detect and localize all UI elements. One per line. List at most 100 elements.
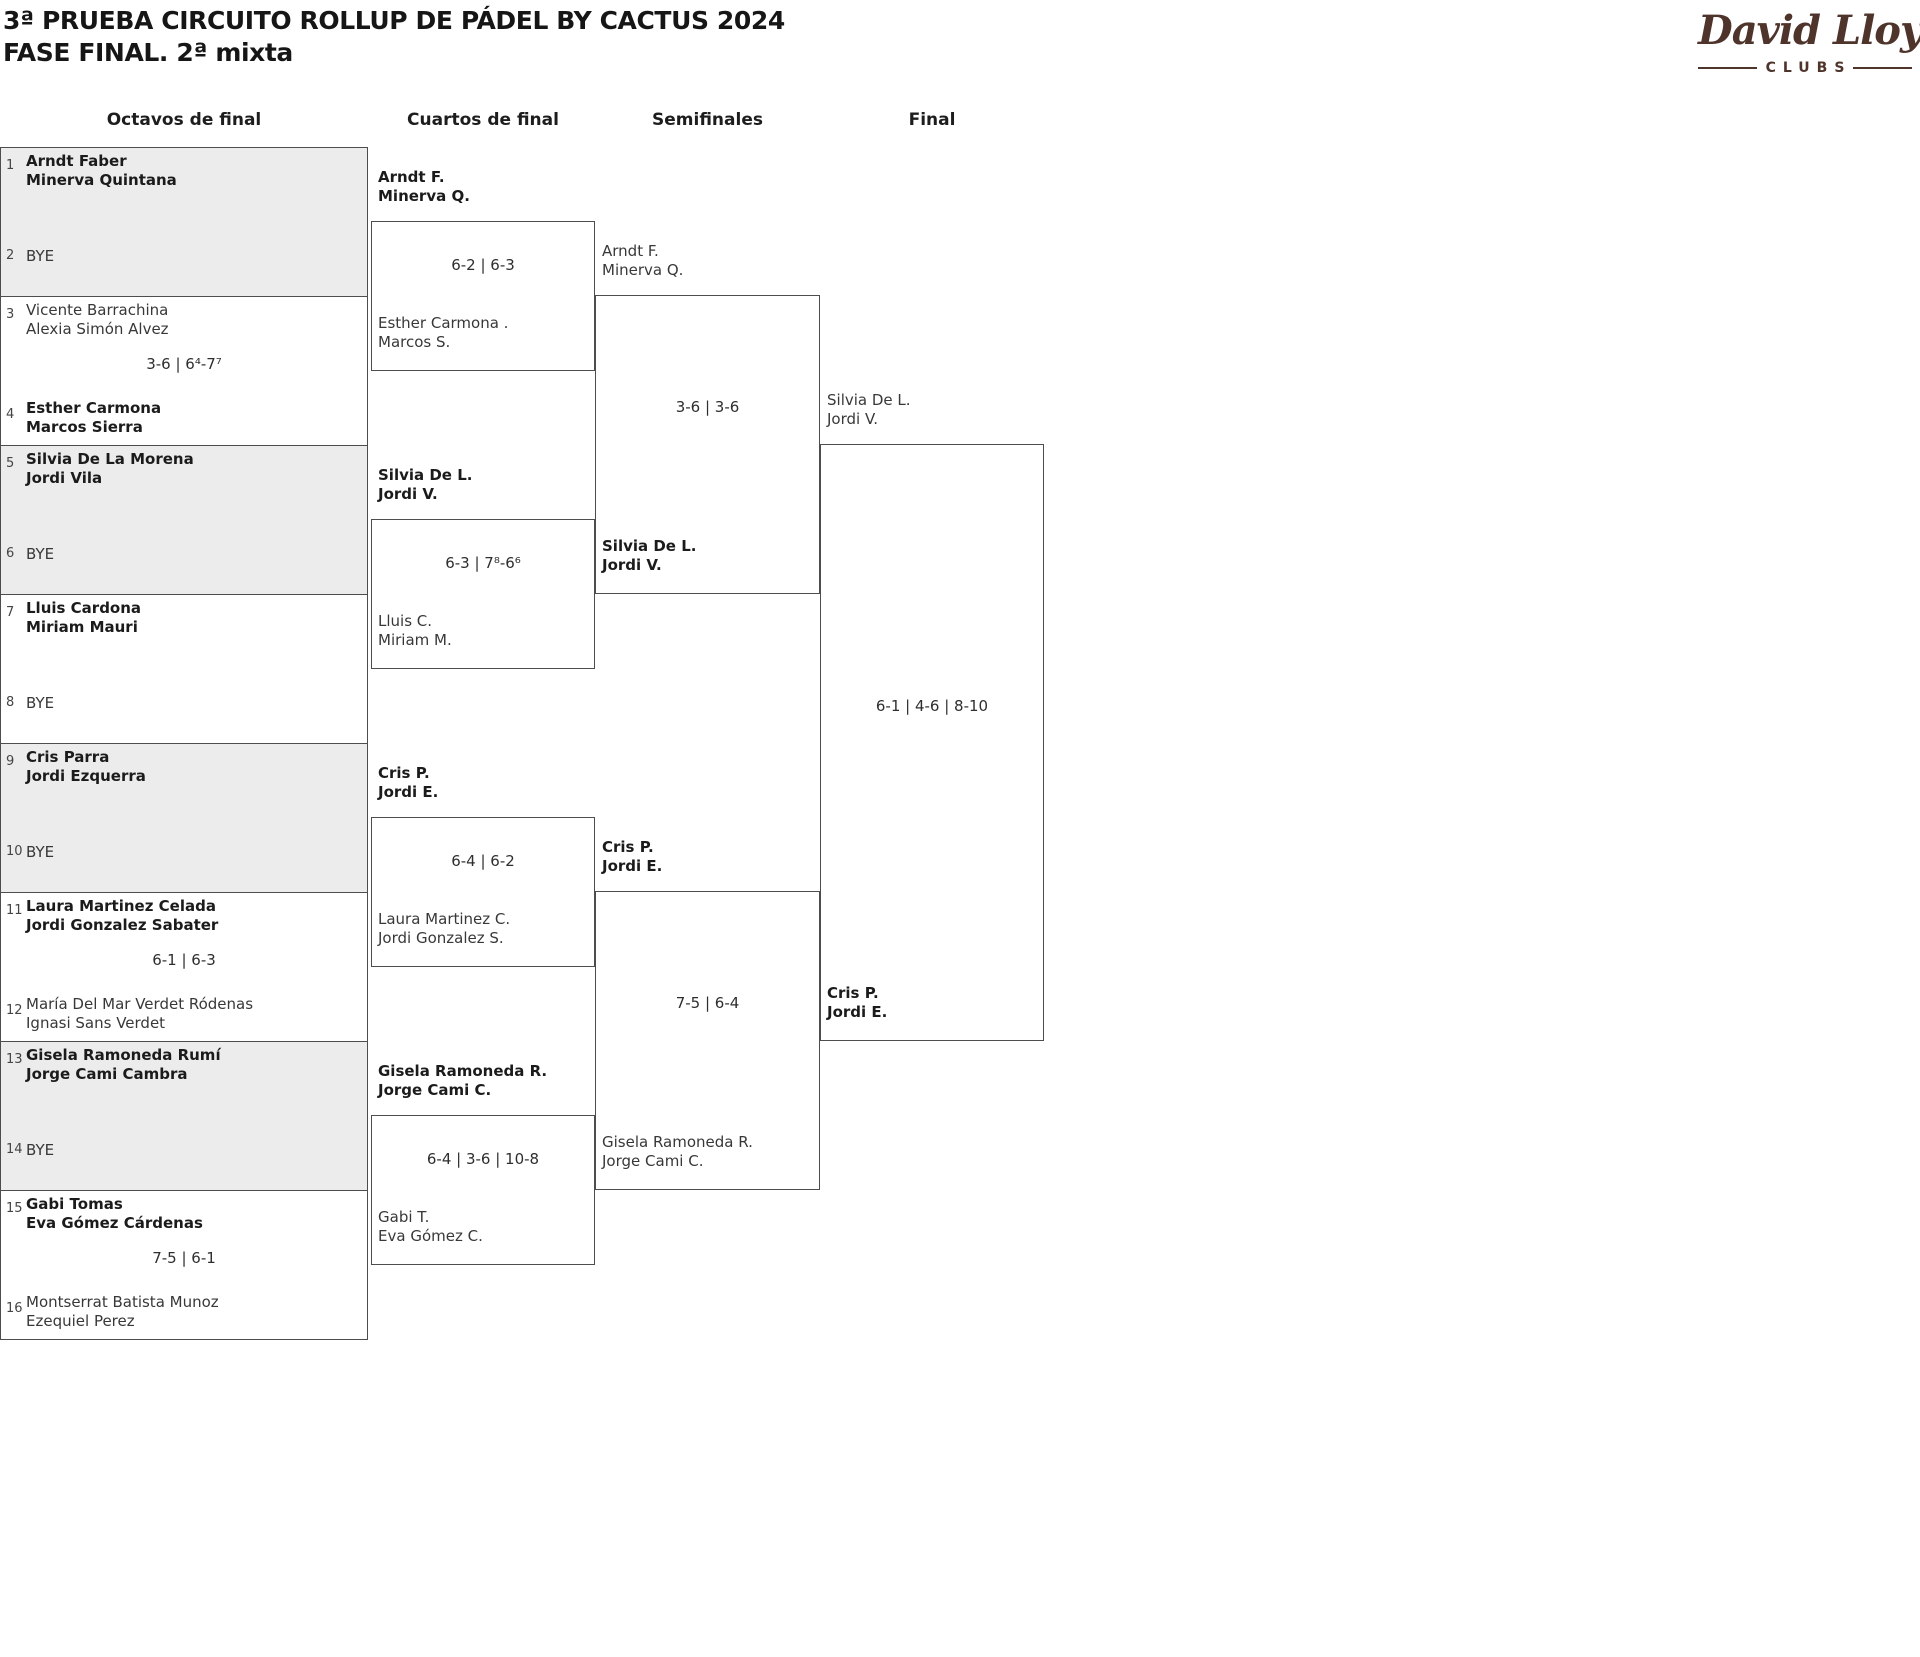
player-name: Minerva Q. bbox=[602, 261, 684, 279]
player-name: Lluis Cardona bbox=[26, 599, 142, 617]
seed-label: 14 bbox=[6, 1142, 23, 1157]
david-lloyd-logo: David Lloyd CLUBS bbox=[1698, 2, 1920, 76]
logo-clubs-row: CLUBS bbox=[1698, 60, 1913, 76]
team-slot-16: Montserrat Batista Munoz Ezequiel Perez bbox=[26, 1293, 219, 1331]
player-name: Jordi V. bbox=[378, 485, 438, 503]
player-name: Laura Martinez Celada bbox=[26, 897, 216, 915]
player-name: Marcos S. bbox=[378, 333, 451, 351]
logo-brand-text: David Lloyd bbox=[1698, 7, 1920, 54]
bye-label: BYE bbox=[26, 247, 55, 265]
player-name: Jordi Gonzalez S. bbox=[378, 929, 504, 947]
player-name: Jordi V. bbox=[827, 410, 879, 428]
seed-label: 15 bbox=[6, 1201, 23, 1216]
player-name: Lluis C. bbox=[378, 612, 433, 630]
bye-label: BYE bbox=[26, 1141, 55, 1159]
title-line-2: FASE FINAL. 2ª mixta bbox=[3, 38, 293, 67]
seed-label: 7 bbox=[6, 605, 15, 620]
seed-label: 2 bbox=[6, 248, 15, 263]
team-slot-7: Lluis Cardona Miriam Mauri bbox=[26, 599, 141, 637]
column-header-final: Final bbox=[908, 110, 956, 130]
bye-label: BYE bbox=[26, 694, 55, 712]
team-slot-6: BYE bbox=[26, 545, 54, 564]
player-name: Gisela Ramoneda Rumí bbox=[26, 1046, 221, 1064]
team-slot-5: Silvia De La Morena Jordi Vila bbox=[26, 450, 194, 488]
seed-label: 6 bbox=[6, 546, 15, 561]
bye-label: BYE bbox=[26, 545, 55, 563]
player-name: María Del Mar Verdet Ródenas bbox=[26, 995, 254, 1013]
player-name: Jordi E. bbox=[378, 783, 439, 801]
team-slot-14: BYE bbox=[26, 1141, 54, 1160]
player-name: Jordi Ezquerra bbox=[26, 767, 146, 785]
bye-label: BYE bbox=[26, 843, 55, 861]
column-header-semifinales: Semifinales bbox=[652, 110, 763, 130]
team-slot-11: Laura Martinez Celada Jordi Gonzalez Sab… bbox=[26, 897, 218, 935]
seed-label: 12 bbox=[6, 1003, 23, 1018]
team-slot-15: Gabi Tomas Eva Gómez Cárdenas bbox=[26, 1195, 203, 1233]
column-header-cuartos: Cuartos de final bbox=[407, 110, 559, 130]
sf1-team-top: Arndt F. Minerva Q. bbox=[602, 242, 683, 280]
seed-label: 13 bbox=[6, 1052, 23, 1067]
match-score: 6-2 | 6-3 bbox=[451, 256, 515, 274]
qf1-team-bottom: Esther Carmona . Marcos S. bbox=[378, 314, 508, 352]
seed-label: 4 bbox=[6, 407, 15, 422]
player-name: Gisela Ramoneda R. bbox=[602, 1133, 753, 1151]
r16-match-6: 11 Laura Martinez Celada Jordi Gonzalez … bbox=[0, 892, 368, 1042]
match-score: 6-1 | 6-3 bbox=[152, 951, 216, 969]
player-name: Arndt F. bbox=[378, 168, 445, 186]
team-slot-9: Cris Parra Jordi Ezquerra bbox=[26, 748, 146, 786]
match-score: 6-4 | 6-2 bbox=[451, 852, 515, 870]
qf4-team-bottom: Gabi T. Eva Gómez C. bbox=[378, 1208, 483, 1246]
seed-label: 3 bbox=[6, 307, 15, 322]
player-name: Eva Gómez Cárdenas bbox=[26, 1214, 203, 1232]
seed-label: 11 bbox=[6, 903, 23, 918]
player-name: Gabi Tomas bbox=[26, 1195, 123, 1213]
player-name: Silvia De L. bbox=[602, 537, 697, 555]
team-slot-1: Arndt Faber Minerva Quintana bbox=[26, 152, 177, 190]
title-line-1: 3ª PRUEBA CIRCUITO ROLLUP DE PÁDEL BY CA… bbox=[3, 6, 785, 35]
team-slot-3: Vicente Barrachina Alexia Simón Alvez bbox=[26, 301, 169, 339]
qf4-team-top: Gisela Ramoneda R. Jorge Cami C. bbox=[378, 1062, 547, 1100]
player-name: Jordi V. bbox=[602, 556, 662, 574]
team-slot-10: BYE bbox=[26, 843, 54, 862]
player-name: Cris Parra bbox=[26, 748, 110, 766]
sf1-team-bottom: Silvia De L. Jordi V. bbox=[602, 537, 696, 575]
seed-label: 16 bbox=[6, 1301, 23, 1316]
player-name: Alexia Simón Alvez bbox=[26, 320, 169, 338]
player-name: Jorge Cami Cambra bbox=[26, 1065, 188, 1083]
player-name: Montserrat Batista Munoz bbox=[26, 1293, 219, 1311]
sf-match-1: Arndt F. Minerva Q. 3-6 | 3-6 Silvia De … bbox=[595, 242, 820, 594]
player-name: Minerva Quintana bbox=[26, 171, 177, 189]
match-score: 6-1 | 4-6 | 8-10 bbox=[875, 697, 989, 715]
match-score: 6-3 | 7⁸-6⁶ bbox=[445, 554, 521, 572]
team-slot-8: BYE bbox=[26, 694, 54, 713]
qf-match-3: Cris P. Jordi E. 6-4 | 6-2 Laura Martine… bbox=[371, 764, 595, 967]
qf1-team-top: Arndt F. Minerva Q. bbox=[378, 168, 470, 206]
player-name: Gisela Ramoneda R. bbox=[378, 1062, 548, 1080]
logo-subtitle: CLUBS bbox=[1765, 60, 1852, 76]
player-name: Laura Martinez C. bbox=[378, 910, 511, 928]
player-name: Jordi E. bbox=[827, 1003, 888, 1021]
seed-label: 5 bbox=[6, 456, 15, 471]
player-name: Jorge Cami C. bbox=[378, 1081, 492, 1099]
r16-match-1: 1 Arndt Faber Minerva Quintana 2 BYE bbox=[0, 147, 368, 297]
player-name: Esther Carmona bbox=[26, 399, 162, 417]
match-score: 7-5 | 6-4 bbox=[675, 994, 740, 1012]
qf-match-2: Silvia De L. Jordi V. 6-3 | 7⁸-6⁶ Lluis … bbox=[371, 466, 595, 669]
qf3-team-bottom: Laura Martinez C. Jordi Gonzalez S. bbox=[378, 910, 510, 948]
player-name: Arndt F. bbox=[602, 242, 659, 260]
player-name: Arndt Faber bbox=[26, 152, 127, 170]
final-match: Silvia De L. Jordi V. 6-1 | 4-6 | 8-10 C… bbox=[820, 391, 1044, 1041]
match-score: 7-5 | 6-1 bbox=[152, 1249, 216, 1267]
r16-match-4: 7 Lluis Cardona Miriam Mauri 8 BYE bbox=[0, 594, 368, 744]
player-name: Gabi T. bbox=[378, 1208, 430, 1226]
player-name: Vicente Barrachina bbox=[26, 301, 169, 319]
player-name: Eva Gómez C. bbox=[378, 1227, 483, 1245]
qf3-team-top: Cris P. Jordi E. bbox=[378, 764, 438, 802]
player-name: Silvia De La Morena bbox=[26, 450, 194, 468]
match-score: 3-6 | 3-6 bbox=[675, 398, 740, 416]
sf2-team-top: Cris P. Jordi E. bbox=[602, 838, 662, 876]
player-name: Esther Carmona . bbox=[378, 314, 509, 332]
seed-label: 8 bbox=[6, 695, 15, 710]
match-score: 3-6 | 6⁴-7⁷ bbox=[146, 355, 222, 373]
